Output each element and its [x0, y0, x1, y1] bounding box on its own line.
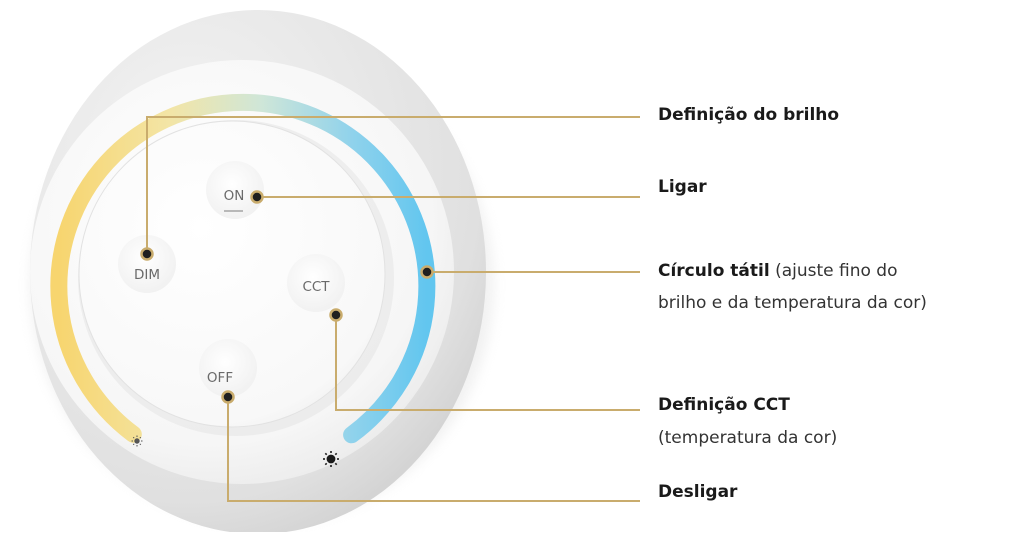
touch-ring-callout-title: Círculo tátil [658, 261, 770, 281]
cct-marker [329, 308, 343, 322]
brightness-leader-line [146, 116, 640, 254]
leader-lines [146, 116, 640, 502]
on-button[interactable]: ON [206, 161, 264, 219]
touch-color-ring[interactable] [50, 93, 436, 444]
on-indicator [224, 210, 243, 212]
touch-ring-marker [420, 265, 434, 279]
cct-button-label: CCT [302, 279, 330, 295]
power-off-leader-line [227, 397, 640, 502]
off-button[interactable]: OFF [199, 339, 257, 397]
brightness-marker [140, 247, 154, 261]
cct-callout-title: Definição CCT [658, 395, 790, 415]
callout-markers [140, 190, 434, 404]
touch-ring-callout-note-line1: (ajuste fino do [775, 261, 898, 281]
power-on-callout-title: Ligar [658, 177, 707, 197]
cct-leader-line [335, 315, 640, 411]
power-off-callout-title: Desligar [658, 482, 738, 502]
cct-callout: Definição CCT (temperatura da cor) [658, 394, 837, 450]
power-off-marker [221, 390, 235, 404]
dim-sun-icon [131, 435, 143, 447]
power-off-callout: Desligar [658, 481, 737, 504]
bright-sun-icon [323, 451, 339, 467]
power-on-marker [250, 190, 264, 204]
touch-ring-callout-note-line2: brilho e da temperatura da cor) [658, 292, 927, 313]
cct-button[interactable]: CCT [287, 254, 345, 312]
brightness-callout: Definição do brilho [658, 104, 839, 127]
power-on-callout: Ligar [658, 176, 707, 199]
on-button-label: ON [224, 188, 245, 204]
dim-button-label: DIM [134, 267, 160, 283]
dim-button[interactable]: DIM [118, 235, 176, 293]
brightness-callout-title: Definição do brilho [658, 105, 840, 125]
touch-ring-callout: Círculo tátil (ajuste fino do brilho e d… [658, 260, 927, 315]
off-button-label: OFF [207, 370, 233, 386]
cct-callout-note: (temperatura da cor) [658, 427, 838, 448]
